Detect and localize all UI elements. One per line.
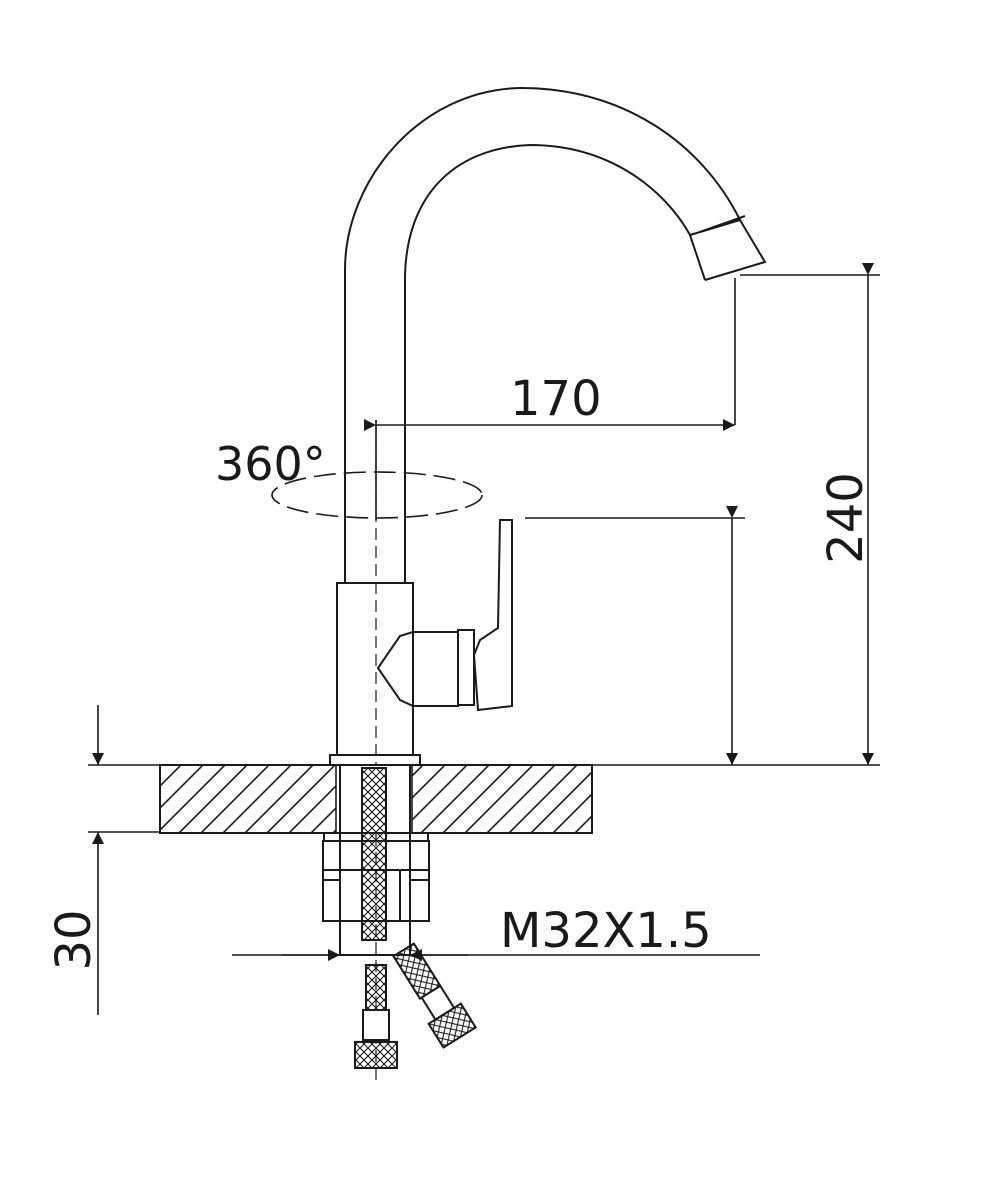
faucet-body [329,519,513,766]
dimension-170-label: 170 [510,371,602,427]
spout-inner-edge [404,143,706,583]
dimension-240-label: 240 [818,472,874,564]
body-base-ring [329,754,421,766]
dimension-30-label: 30 [46,909,102,970]
thread-spec-label: M32X1.5 [500,903,712,959]
hose-braid-upper [361,767,387,941]
dimension-lines [88,263,880,1015]
handle-hub [376,631,459,707]
spout [344,86,767,583]
spout-nozzle-edge [699,215,746,233]
supply-hoses [354,767,478,1069]
body-cylinder [336,582,414,756]
spout-outer-edge [344,86,741,583]
rotation-label: 360° [215,437,326,491]
hose-braid-lower [365,964,387,1011]
hose-nut [354,1041,398,1069]
hose-connector [362,1009,390,1041]
lever-handle [472,519,513,712]
hose-nut-angled [427,1002,478,1049]
cartridge-cap [457,629,475,706]
rotation-indicator [271,471,483,519]
